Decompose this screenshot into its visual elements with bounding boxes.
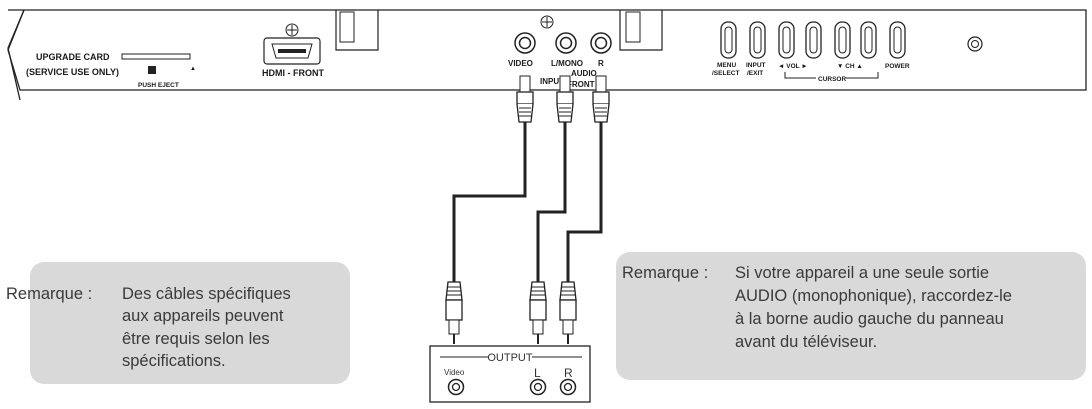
device-l-label: L (534, 366, 541, 380)
note-left-box (30, 262, 350, 384)
video-jack-label: VIDEO (508, 59, 533, 68)
audio-left-cable-plug-bottom (529, 281, 547, 344)
upgrade-card-label: UPGRADE CARD (36, 52, 110, 62)
input-label: INPUT (540, 77, 564, 86)
menu-label-1: MENU (717, 62, 736, 69)
device-r-label: R (564, 366, 573, 380)
device-audio-right-jack (559, 378, 577, 396)
r-jack-label: R (598, 59, 604, 68)
note-right-line-1: Si votre appareil a une seule sortie (735, 264, 990, 282)
video-cable-plug-bottom (445, 281, 463, 344)
note-left-prefix: Remarque : (6, 285, 93, 303)
ch-label: ▼ CH ▲ (837, 63, 863, 70)
cursor-label: CURSOR (818, 76, 846, 83)
audio-label: AUDIO (571, 69, 597, 78)
card-slot (121, 53, 191, 60)
audio-left-cable-plug-top (556, 75, 574, 123)
eject-button (148, 66, 156, 74)
note-left-line-1: Des câbles spécifiques (122, 285, 291, 303)
button-ch-up (860, 21, 877, 59)
note-left-line-4: spécifications. (122, 352, 226, 370)
audio-left-cable (536, 122, 567, 282)
button-menu (720, 21, 737, 59)
input-btn-label-2: /EXIT (747, 70, 763, 77)
note-right-box (616, 252, 1086, 380)
note-right-line-3: à la borne audio gauche du panneau (735, 310, 1004, 328)
button-vol-down (778, 21, 795, 59)
button-input (749, 21, 766, 59)
panel-break-line (7, 9, 25, 101)
panel-bracket (619, 10, 663, 51)
audio-left-jack (555, 32, 577, 54)
button-power (889, 21, 906, 59)
device-audio-left-jack (529, 378, 547, 396)
front-label: FRONT (567, 80, 595, 89)
note-right-prefix: Remarque : (622, 264, 709, 282)
input-btn-label-1: INPUT (746, 62, 766, 69)
output-label: OUTPUT (487, 352, 533, 364)
video-cable (452, 122, 527, 282)
service-use-label: (SERVICE USE ONLY) (26, 67, 119, 77)
audio-right-cable-plug-bottom (559, 281, 577, 344)
vol-label: ◄ VOL ► (778, 63, 808, 70)
note-left-line-3: être requis selon les (122, 330, 270, 348)
button-ch-down (834, 21, 851, 59)
lmono-jack-label: L/MONO (551, 59, 583, 68)
video-jack (514, 32, 536, 54)
panel-bracket (335, 10, 379, 51)
power-label: POWER (885, 63, 910, 70)
device-video-jack (447, 378, 465, 396)
device-video-label: Video (444, 368, 465, 377)
button-vol-up (805, 21, 822, 59)
audio-right-jack (590, 32, 612, 54)
note-right-line-4: avant du téléviseur. (735, 333, 878, 351)
cursor-bracket (784, 72, 879, 79)
svg-text:▲: ▲ (190, 66, 196, 72)
hdmi-front-label: HDMI - FRONT (262, 68, 324, 78)
menu-label-2: /SELECT (712, 70, 739, 77)
audio-right-cable (566, 122, 603, 282)
note-right-line-2: AUDIO (monophonique), raccordez-le (735, 287, 1012, 305)
push-eject-label: PUSH EJECT (138, 82, 179, 89)
note-left-line-2: aux appareils peuvent (122, 307, 284, 325)
